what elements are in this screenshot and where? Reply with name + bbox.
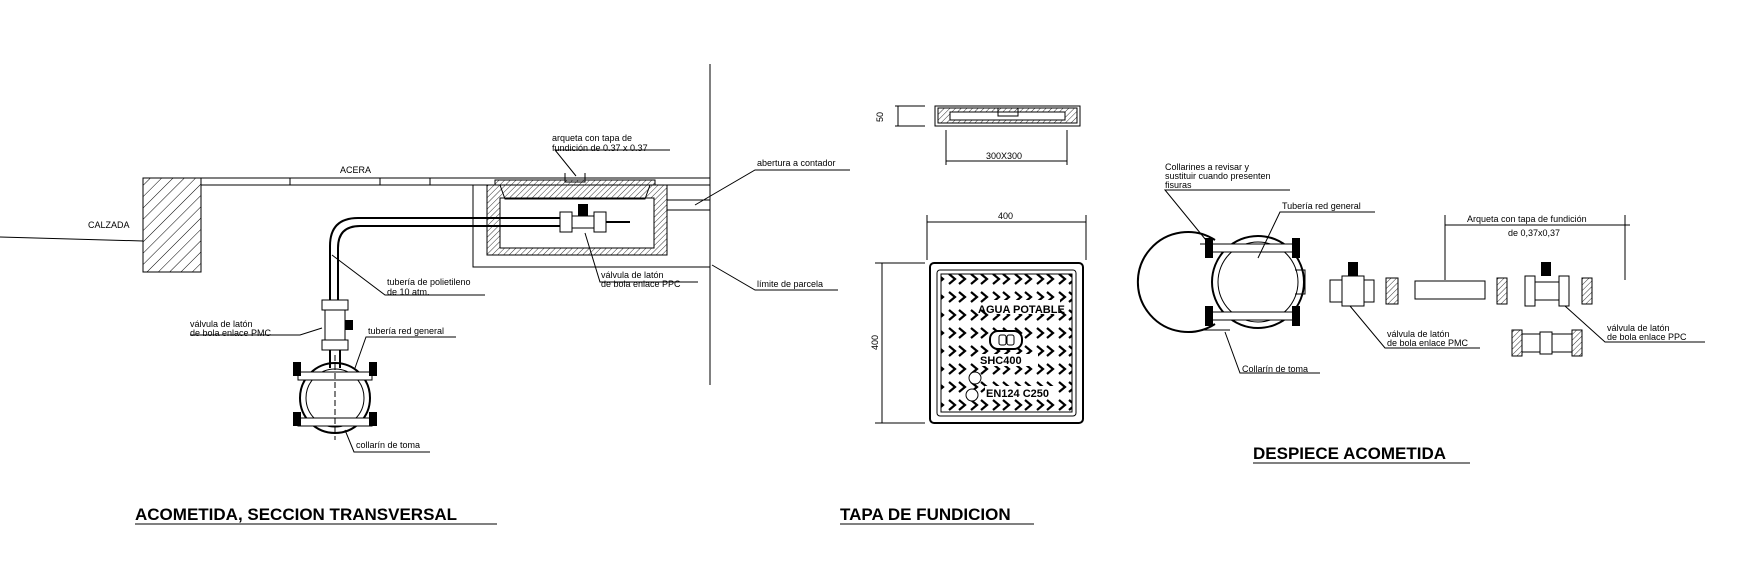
pipe-piece	[1414, 280, 1486, 300]
tapa-title: TAPA DE FUNDICION	[840, 505, 1011, 524]
agua-potable-text: AGUA POTABLE	[978, 304, 1065, 316]
valvula-ppc-label-2: de bola enlace PPC	[601, 279, 681, 289]
tuberia-red-despiece: Tubería red general	[1282, 201, 1361, 211]
pmc-valve-icon	[321, 299, 353, 368]
valvula-pmc-despiece-1: válvula de latón	[1387, 329, 1450, 339]
exploded-collar	[1136, 231, 1306, 333]
collarines-label-3: fisuras	[1165, 180, 1192, 190]
valvula-pmc-label-2: de bola enlace PMC	[190, 328, 272, 338]
abertura-label: abertura a contador	[757, 158, 836, 168]
arqueta-despiece-2: de 0,37x0,37	[1508, 228, 1560, 238]
limite-label: límite de parcela	[757, 279, 823, 289]
ppc-valve-exploded-icon	[1496, 262, 1593, 307]
valvula-ppc-label-1: válvula de latón	[601, 270, 664, 280]
calzada-label: CALZADA	[88, 220, 130, 230]
section-title: ACOMETIDA, SECCION TRANSVERSAL	[135, 505, 457, 524]
valve-below-icon	[1511, 329, 1583, 357]
acera-label: ACERA	[340, 165, 371, 175]
tuberia-red-label: tubería red general	[368, 326, 444, 336]
curb-block	[142, 177, 202, 273]
pe-pipe-outer	[329, 217, 560, 300]
stamp-number-icon	[965, 388, 979, 402]
dim-300: 300X300	[986, 151, 1022, 161]
arqueta-label-2: fundición de 0.37 x 0.37	[552, 143, 648, 153]
lid-plan: AGUA POTABLE SHC400 EN124 C250	[929, 262, 1084, 424]
dim-400-side: 400	[870, 335, 880, 350]
pmc-valve-exploded-icon	[1329, 262, 1399, 307]
tuberia-pe-label-2: de 10 atm.	[387, 287, 430, 297]
ppc-valve-icon	[559, 204, 630, 233]
collarin-despiece: Collarín de toma	[1242, 364, 1308, 374]
stamp-circle-icon	[968, 371, 982, 385]
valvula-pmc-label-1: válvula de latón	[190, 319, 253, 329]
tapa-view: 50 300X300 400 400 AGUA POTABLE SHC400	[840, 105, 1087, 525]
collarines-label-1: Collarines a revisar y	[1165, 162, 1250, 172]
despiece-title: DESPIECE ACOMETIDA	[1253, 444, 1446, 463]
valvula-ppc-despiece-2: de bola enlace PPC	[1607, 332, 1687, 342]
lid-section	[934, 105, 1081, 127]
model-text: SHC400	[980, 355, 1022, 367]
arqueta-despiece-1: Arqueta con tapa de fundición	[1467, 214, 1587, 224]
section-cross-view: CALZADA ACERA	[0, 64, 850, 525]
norm-text: EN124 C250	[986, 388, 1049, 400]
arqueta-label-1: arqueta con tapa de	[552, 133, 632, 143]
collarin-label: collarín de toma	[356, 440, 420, 450]
collarines-label-2: sustituir cuando presenten	[1165, 171, 1271, 181]
road-line	[0, 236, 144, 242]
despiece-view: Arqueta con tapa de fundición de 0,37x0,…	[1136, 162, 1705, 464]
main-pipe-collar	[293, 355, 377, 440]
valvula-pmc-despiece-2: de bola enlace PMC	[1387, 338, 1469, 348]
tuberia-pe-label-1: tubería de polietileno	[387, 277, 471, 287]
dim-50: 50	[875, 112, 885, 122]
pe-pipe-inner	[337, 225, 560, 300]
dim-400-top: 400	[998, 211, 1013, 221]
valvula-ppc-despiece-1: válvula de latón	[1607, 323, 1670, 333]
